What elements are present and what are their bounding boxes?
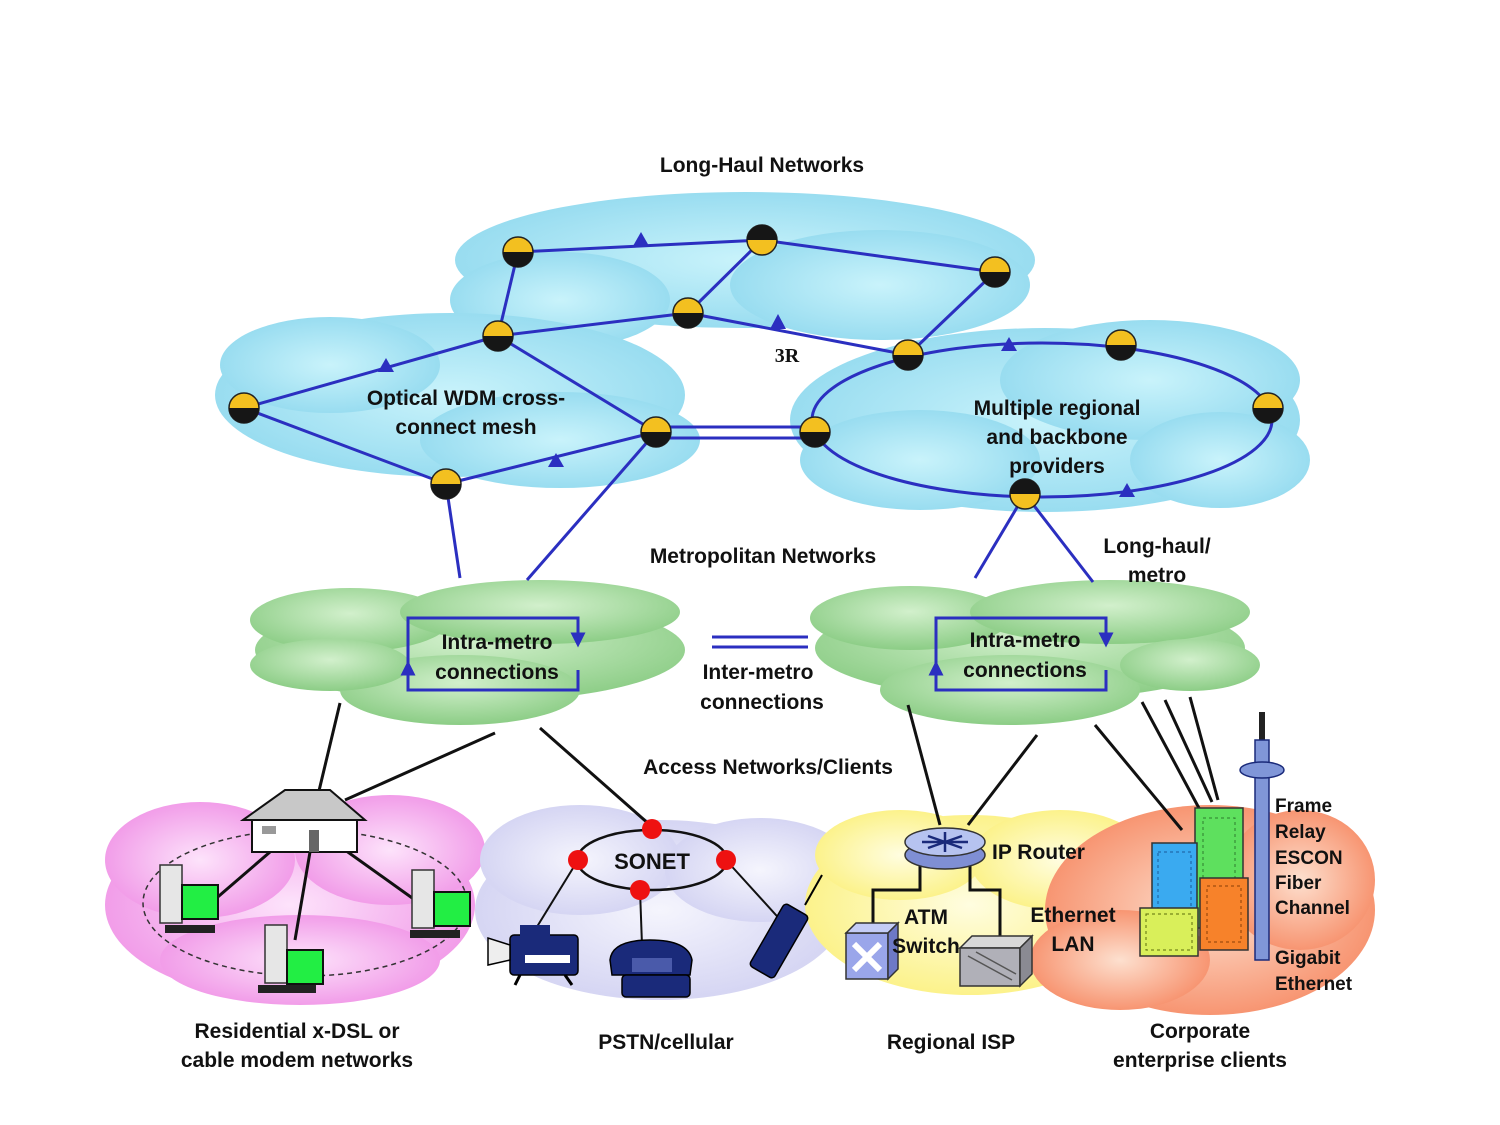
regional-isp-caption: Regional ISP xyxy=(887,1031,1015,1054)
sonet-node xyxy=(716,850,736,870)
protocol-escon: ESCON xyxy=(1275,848,1343,869)
optical-node xyxy=(430,468,462,500)
optical-node xyxy=(746,224,778,256)
atm-switch-line1: ATM xyxy=(904,906,948,929)
router-icon xyxy=(904,827,986,870)
computer-icon xyxy=(258,924,324,993)
building-icon xyxy=(1139,907,1199,957)
protocol-fiber: Fiber xyxy=(1275,873,1322,894)
regenerator-markers xyxy=(378,232,1135,497)
mesh-label-line2: connect mesh xyxy=(395,416,536,439)
sonet-label: SONET xyxy=(614,849,690,874)
optical-node xyxy=(672,297,704,329)
atm-switch-line2: Switch xyxy=(892,935,960,958)
intra-metro-right-line2: connections xyxy=(963,659,1087,682)
tower-icon xyxy=(1239,712,1285,961)
ethernet-lan-line2: LAN xyxy=(1051,933,1094,956)
residential-cloud xyxy=(105,795,485,1005)
house-icon xyxy=(239,789,368,853)
mobile-phone-icon xyxy=(749,874,823,979)
telephone-icon xyxy=(609,939,693,998)
protocol-channel: Channel xyxy=(1275,898,1350,919)
optical-node xyxy=(799,416,831,448)
optical-node xyxy=(228,392,260,424)
inter-metro-line2: connections xyxy=(700,691,824,714)
sonet-node xyxy=(568,850,588,870)
inter-metro-line1: Inter-metro xyxy=(703,661,814,684)
mesh-label-line1: Optical WDM cross- xyxy=(367,387,565,410)
intra-metro-right-line1: Intra-metro xyxy=(970,629,1081,652)
gigabit-line1: Gigabit xyxy=(1275,948,1341,969)
optical-node xyxy=(1009,478,1041,510)
providers-label-line2: and backbone xyxy=(986,426,1127,449)
intra-metro-left-line1: Intra-metro xyxy=(442,631,553,654)
optical-node xyxy=(1252,392,1284,424)
protocol-frame: Frame xyxy=(1275,796,1332,817)
access-title: Access Networks/Clients xyxy=(643,756,893,779)
video-camera-icon xyxy=(487,925,579,986)
pstn-caption: PSTN/cellular xyxy=(598,1031,733,1054)
regenerator-label: 3R xyxy=(775,345,800,367)
computer-icon xyxy=(159,864,219,933)
residential-network xyxy=(142,789,471,993)
lan-switch-icon xyxy=(958,934,1034,988)
corporate-caption-line1: Corporate xyxy=(1150,1020,1250,1043)
optical-node xyxy=(892,339,924,371)
optical-node xyxy=(1105,329,1137,361)
sonet-node xyxy=(642,819,662,839)
corporate-caption-line2: enterprise clients xyxy=(1113,1049,1287,1072)
computer-icon xyxy=(410,869,471,938)
optical-node xyxy=(640,416,672,448)
atm-switch-icon xyxy=(844,921,900,981)
intra-metro-box-left xyxy=(400,616,586,692)
long-haul-title: Long-Haul Networks xyxy=(660,154,864,177)
corporate-buildings xyxy=(1139,712,1285,961)
inter-metro-link xyxy=(712,635,808,649)
residential-caption-line1: Residential x-DSL or xyxy=(195,1020,400,1043)
longhaul-metro-line2: metro xyxy=(1128,564,1186,587)
sonet-ring xyxy=(534,819,786,946)
ethernet-lan-line1: Ethernet xyxy=(1030,904,1115,927)
access-links xyxy=(316,696,1220,831)
providers-label-line1: Multiple regional xyxy=(974,397,1141,420)
providers-label-line3: providers xyxy=(1009,455,1105,478)
long-haul-clouds xyxy=(215,192,1310,512)
building-icon xyxy=(1199,877,1249,951)
longhaul-metro-line1: Long-haul/ xyxy=(1103,535,1210,558)
gigabit-line2: Ethernet xyxy=(1275,974,1353,995)
protocol-relay: Relay xyxy=(1275,822,1326,843)
optical-nodes xyxy=(228,224,1284,510)
regional-isp-equipment xyxy=(844,827,1034,988)
metro-title: Metropolitan Networks xyxy=(650,545,876,568)
ip-router-label: IP Router xyxy=(992,841,1085,864)
optical-node xyxy=(502,236,534,268)
optical-node xyxy=(979,256,1011,288)
sonet-node xyxy=(630,880,650,900)
intra-metro-box-right xyxy=(928,616,1114,692)
optical-node xyxy=(482,320,514,352)
residential-caption-line2: cable modem networks xyxy=(181,1049,413,1072)
intra-metro-left-line2: connections xyxy=(435,661,559,684)
optical-double-link xyxy=(656,425,815,440)
